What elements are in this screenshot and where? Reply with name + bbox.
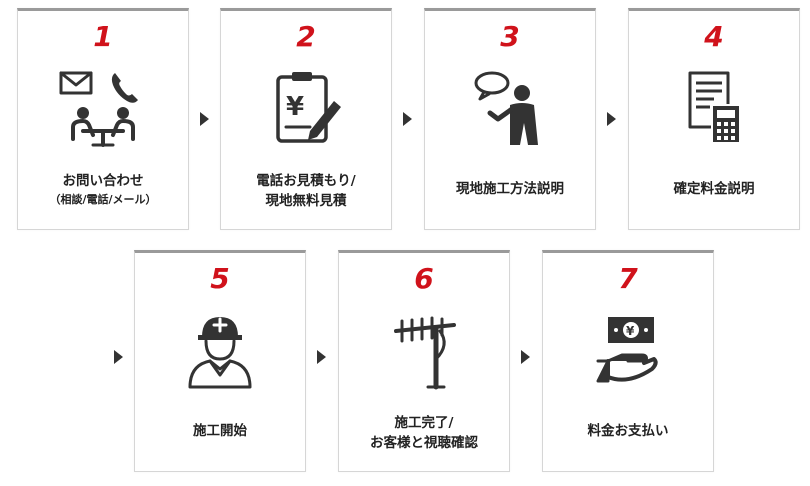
document-calculator-icon [664, 69, 764, 149]
step-label: 電話お見積もり/ 現地無料見積 [225, 171, 387, 211]
step-label: 料金お支払い [587, 423, 669, 439]
svg-text:¥: ¥ [626, 324, 635, 338]
arrow-right-icon [607, 112, 616, 126]
step-number: 1 [93, 20, 113, 53]
svg-text:¥: ¥ [286, 92, 304, 122]
step-label-line1: 施工完了/ [394, 415, 454, 431]
arrow-right-icon [317, 350, 326, 364]
tv-antenna-icon [374, 311, 474, 391]
step-label: 施工開始 [193, 423, 247, 439]
hand-banknote-icon: ¥ [578, 311, 678, 391]
step-card-2: 2 ¥ 電話お見積もり/ 現地無料見積 [220, 8, 392, 230]
arrow-right-icon [114, 350, 123, 364]
arrow-right-icon [521, 350, 530, 364]
step-label: 施工完了/ お客様と視聴確認 [343, 413, 505, 453]
step-label-line1: 電話お見積もり/ [256, 173, 356, 189]
step-number: 4 [704, 20, 724, 53]
step-sublabel: （相談/電話/メール） [49, 193, 157, 206]
step-card-3: 3 現地施工方法説明 [424, 8, 596, 230]
person-speech-bubble-icon [460, 69, 560, 149]
step-number: 2 [296, 20, 316, 53]
step-label-line2: 現地無料見積 [265, 193, 347, 209]
step-card-7: 7 ¥ 料金お支払い [542, 250, 714, 472]
arrow-right-icon [200, 112, 209, 126]
step-label-line2: お客様と視聴確認 [370, 435, 478, 451]
arrow-right-icon [403, 112, 412, 126]
mail-phone-consultation-icon [53, 69, 153, 149]
step-number: 5 [210, 262, 230, 295]
step-number: 6 [414, 262, 434, 295]
step-card-6: 6 施工完了/ お客様と視聴確認 [338, 250, 510, 472]
step-card-1: 1 お問い合わせ （相談/電話/メール） [17, 8, 189, 230]
step-number: 7 [618, 262, 638, 295]
step-number: 3 [500, 20, 520, 53]
step-card-5: 5 施工開始 [134, 250, 306, 472]
step-label: 確定料金説明 [673, 181, 755, 197]
step-label: 現地施工方法説明 [456, 181, 564, 197]
step-card-4: 4 確定料金説明 [628, 8, 800, 230]
step-label-main: お問い合わせ [62, 173, 144, 189]
clipboard-yen-estimate-icon: ¥ [256, 69, 356, 149]
worker-helmet-icon [170, 311, 270, 391]
step-label: お問い合わせ （相談/電話/メール） [22, 171, 184, 209]
